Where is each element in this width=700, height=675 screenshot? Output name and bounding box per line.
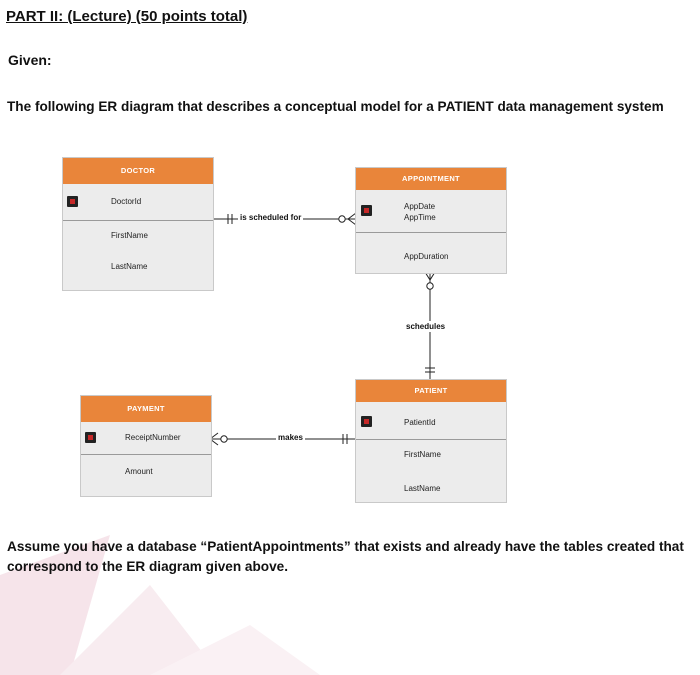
attribute: FirstName	[404, 450, 441, 459]
key-icon	[361, 416, 372, 427]
entity-appointment: APPOINTMENT AppDate AppTime AppDuration	[355, 167, 507, 274]
given-label: Given:	[8, 52, 52, 68]
key-icon	[361, 205, 372, 216]
attribute-pk: PatientId	[404, 418, 436, 427]
key-icon	[67, 196, 78, 207]
attribute-pk: AppDate	[404, 202, 436, 211]
page-heading: PART II: (Lecture) (50 points total)	[6, 8, 248, 25]
attribute: Amount	[125, 467, 153, 476]
attribute: AppDuration	[404, 252, 449, 261]
entity-payment: PAYMENT ReceiptNumber Amount	[80, 395, 212, 497]
entity-patient: PATIENT PatientId FirstName LastName	[355, 379, 507, 503]
attribute: LastName	[111, 262, 148, 271]
attribute: FirstName	[111, 231, 148, 240]
entity-title: PATIENT	[356, 380, 506, 402]
attribute-pk: ReceiptNumber	[125, 433, 181, 442]
entity-title: APPOINTMENT	[356, 168, 506, 190]
attribute-pk: AppTime	[404, 213, 436, 222]
relationship-label-schedules: schedules	[404, 321, 448, 332]
relationship-label-is-scheduled-for: is scheduled for	[238, 213, 304, 222]
entity-title: DOCTOR	[63, 158, 213, 184]
intro-paragraph: The following ER diagram that describes …	[7, 99, 664, 114]
relationship-label-makes: makes	[276, 433, 305, 442]
entity-title: PAYMENT	[81, 396, 211, 422]
assumption-paragraph: Assume you have a database “PatientAppoi…	[7, 539, 684, 574]
key-icon	[85, 432, 96, 443]
entity-doctor: DOCTOR DoctorId FirstName LastName	[62, 157, 214, 291]
attribute: LastName	[404, 484, 441, 493]
attribute-pk: DoctorId	[111, 197, 142, 206]
